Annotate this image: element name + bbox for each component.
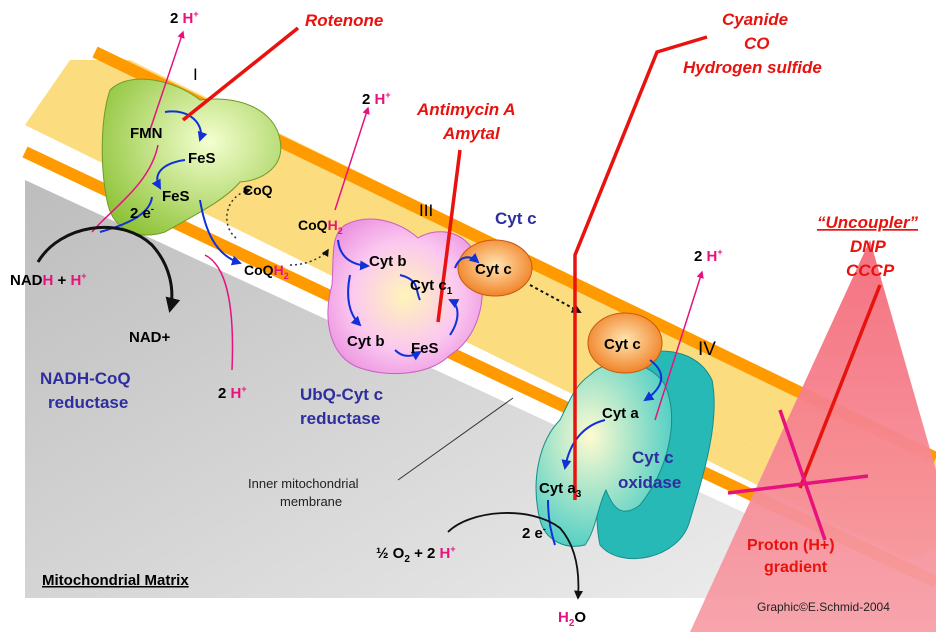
complex-iv-name-line2: oxidase xyxy=(618,473,681,492)
inhibitor-cyanide-line3: Hydrogen sulfide xyxy=(683,58,822,77)
inhibitor-uncoupler-line1: “Uncoupler” xyxy=(817,213,919,232)
fmn-label: FMN xyxy=(130,125,163,142)
complex-iii-name-line1: UbQ-Cyt c xyxy=(300,385,383,404)
complex-i-name-line1: NADH-CoQ xyxy=(40,369,131,388)
inhibitor-cyanide-line2: CO xyxy=(744,34,770,53)
complex-i-name-line2: reductase xyxy=(48,393,128,412)
complex-iv-numeral: IV xyxy=(698,339,716,360)
nadh-label: NADH + H+ xyxy=(10,271,87,289)
fes-label-1: FeS xyxy=(188,150,216,167)
fes-label-iii: FeS xyxy=(411,340,439,357)
electrons-label-i: 2 e- xyxy=(130,204,154,222)
complex-iii-name-line2: reductase xyxy=(300,409,380,428)
inhibitor-uncoupler-line3: CCCP xyxy=(846,261,895,280)
inhibitor-uncoupler-line2: DNP xyxy=(850,237,887,256)
inhibitor-antimycin-line1: Antimycin A xyxy=(416,100,516,119)
cyt-b-label-1: Cyt b xyxy=(369,253,407,270)
oxygen-label: ½ O2 + 2 H+ xyxy=(376,544,456,565)
cyt-c-label-iv: Cyt c xyxy=(604,336,641,353)
gradient-label-line1: Proton (H+) xyxy=(747,537,835,554)
fes-label-2: FeS xyxy=(162,188,190,205)
complex-i-numeral: I xyxy=(193,65,198,84)
proton-label-top-i: 2 H+ xyxy=(170,9,199,27)
cyt-b-label-2: Cyt b xyxy=(347,333,385,350)
coq-label: CoQ xyxy=(243,182,273,198)
inhibitor-rotenone: Rotenone xyxy=(305,11,383,30)
complex-iv-name-line1: Cyt c xyxy=(632,448,674,467)
water-label: H2O xyxy=(558,609,586,629)
cyt-c-label-iii: Cyt c xyxy=(475,261,512,278)
membrane-label-line2: membrane xyxy=(280,494,342,509)
credit-label: Graphic©E.Schmid-2004 xyxy=(757,600,890,614)
cyt-a-label: Cyt a xyxy=(602,405,639,422)
gradient-label-line2: gradient xyxy=(764,559,828,576)
complex-iii-numeral: III xyxy=(419,201,433,220)
proton-label-top-iii: 2 H+ xyxy=(362,90,391,108)
proton-label-top-iv: 2 H+ xyxy=(694,247,723,265)
inhibitor-antimycin-line2: Amytal xyxy=(442,124,501,143)
nad-product-label: NAD+ xyxy=(129,329,170,346)
inhibitor-cyanide-line1: Cyanide xyxy=(722,10,788,29)
matrix-label: Mitochondrial Matrix xyxy=(42,572,189,589)
cyt-c-mobile-title: Cyt c xyxy=(495,209,537,228)
membrane-label-line1: Inner mitochondrial xyxy=(248,476,359,491)
electrons-label-iv: 2 e- xyxy=(522,524,546,542)
